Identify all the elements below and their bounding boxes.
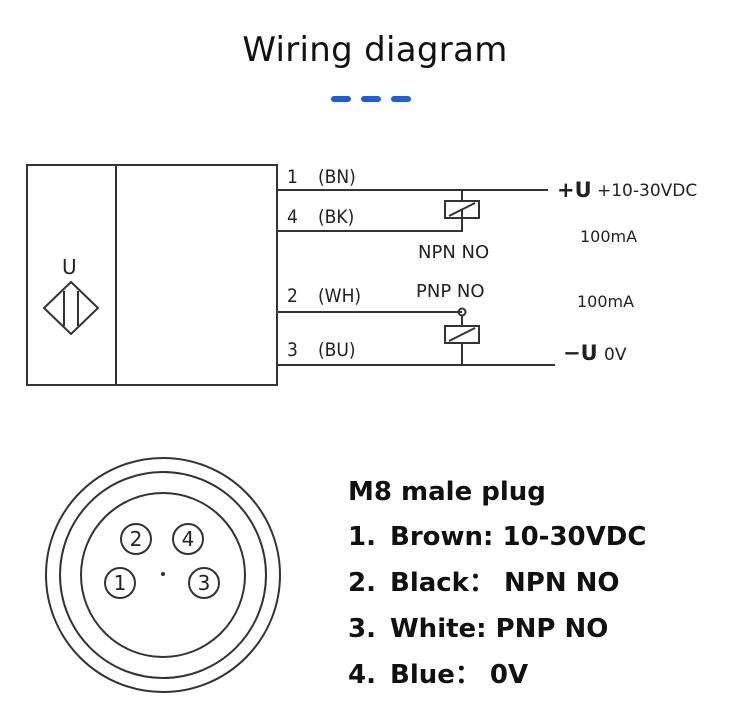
- dash: [391, 96, 411, 102]
- legend-item-number: 4.: [348, 660, 376, 690]
- connector-pin-3: [188, 567, 220, 599]
- wire-code-1: (BN): [318, 166, 356, 188]
- sensor-body: [26, 164, 278, 386]
- negative-supply-value: 0V: [604, 345, 627, 365]
- legend-item-text: White: PNP NO: [390, 614, 609, 644]
- ultrasonic-sensor-diamond-icon: [42, 280, 100, 336]
- connector-pin-1: [104, 567, 136, 599]
- wire-code-4: (BK): [318, 206, 354, 228]
- wire-pin-3: 3: [287, 339, 298, 361]
- connector-pin-label-2: 2: [130, 527, 143, 551]
- wire-code-3: (BU): [318, 339, 356, 361]
- pnp-load-label: PNP NO: [416, 281, 485, 302]
- pin-legend: M8 male plug 1. Brown: 10-30VDC 2. Black： …: [348, 470, 646, 698]
- legend-item: 1. Brown: 10-30VDC: [348, 514, 646, 560]
- positive-supply-value: +10-30VDC: [597, 181, 697, 201]
- positive-supply-symbol: +U: [557, 178, 592, 202]
- connector-outer-ring: [45, 457, 281, 693]
- npn-load-label: NPN NO: [418, 242, 489, 263]
- dash: [331, 96, 351, 102]
- m8-connector-face: [45, 457, 281, 693]
- connector-center-dot: [161, 572, 165, 576]
- wire-pin-1: 1: [287, 166, 298, 188]
- dash: [361, 96, 381, 102]
- negative-supply-symbol: −U: [563, 341, 598, 365]
- wire-code-2: (WH): [318, 285, 361, 307]
- npn-load-relay-icon: [444, 190, 480, 219]
- legend-item-text: Brown: 10-30VDC: [390, 522, 647, 552]
- legend-item-number: 3.: [348, 614, 376, 644]
- connector-pin-label-3: 3: [198, 571, 211, 595]
- connector-pin-label-1: 1: [114, 571, 127, 595]
- connector-pin-label-4: 4: [182, 527, 195, 551]
- legend-item-text: Blue： 0V: [390, 660, 529, 690]
- legend-item: 2. Black： NPN NO: [348, 560, 646, 606]
- legend-title: M8 male plug: [348, 477, 546, 507]
- connector-pin-2: [120, 523, 152, 555]
- wire-4-black: [277, 210, 463, 232]
- wire-pin-4: 4: [287, 206, 298, 228]
- connector-middle-ring: [59, 471, 267, 679]
- pnp-current-label: 100mA: [577, 292, 634, 311]
- page-title: Wiring diagram: [242, 30, 508, 70]
- legend-item: 3. White: PNP NO: [348, 606, 646, 652]
- pnp-load-relay-icon: [444, 307, 480, 365]
- npn-current-label: 100mA: [580, 227, 637, 246]
- legend-item-text: Black： NPN NO: [390, 568, 620, 598]
- legend-item: 4. Blue： 0V: [348, 652, 646, 698]
- connector-inner-ring: [80, 492, 246, 658]
- legend-item-number: 1.: [348, 522, 376, 552]
- sensor-symbol-label: U: [62, 255, 77, 279]
- wire-pin-2: 2: [287, 285, 298, 307]
- connector-pin-4: [172, 523, 204, 555]
- legend-item-number: 2.: [348, 568, 376, 598]
- title-underline-dashes: [331, 96, 411, 102]
